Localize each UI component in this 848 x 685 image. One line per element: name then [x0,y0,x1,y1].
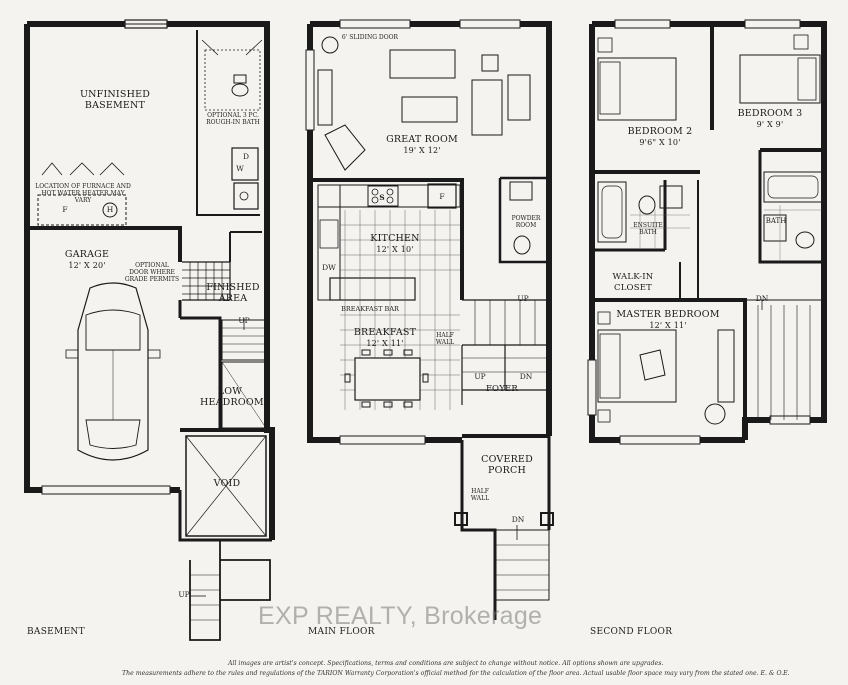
dishwasher-label: DW [322,263,336,272]
main-floor-plan [305,19,554,620]
walkin-closet-line1: WALK-IN [612,272,654,282]
ensuite-bath-line2: BATH [639,229,657,236]
powder-room-line1: POWDER [511,215,541,222]
bedroom2-dim: 9'6" X 10' [639,138,681,147]
master-bedroom-label: MASTER BEDROOM 12' X 11' [612,309,724,331]
garage-label: GARAGE 12' X 20' [52,249,122,271]
bedroom3-title: BEDROOM 3 [737,108,803,119]
optional-door-line1: OPTIONAL [135,262,169,269]
finished-area-line2: AREA [218,293,248,304]
foyer-label: FOYER [485,384,519,394]
unfinished-title-line1: UNFINISHED [79,89,151,100]
ensuite-bath-line1: ENSUITE [633,222,663,229]
optional-door-line3: GRADE PERMITS [124,276,180,283]
main-stair-up-label: UP [517,294,529,303]
breakfast-dim: 12' X 11' [366,339,404,348]
second-floor-plan [587,19,827,445]
breakfast-title: BREAKFAST [353,327,417,338]
walkin-closet-line2: CLOSET [613,283,652,293]
kitchen-title: KITCHEN [370,233,420,244]
great-room-title: GREAT ROOM [386,134,458,145]
fridge-f-label: F [439,192,445,201]
optional-bath-line2: ROUGH-IN BATH [206,119,260,126]
second-floor-name: SECOND FLOOR [590,627,673,637]
sliding-door-label: 6' SLIDING DOOR [341,34,399,41]
master-bedroom-title: MASTER BEDROOM [616,309,720,320]
heater-h-label: H [106,205,114,214]
half-wall-line1: HALF [436,332,454,339]
garage-title: GARAGE [64,249,110,260]
porch-half-wall-label: HALF WALL [466,488,494,502]
optional-door-line2: DOOR WHERE [129,269,175,276]
ensuite-bath-label: ENSUITE BATH [628,222,668,236]
great-room-label: GREAT ROOM 19' X 12' [372,134,472,156]
kitchen-label: KITCHEN 12' X 10' [350,233,440,255]
bedroom3-dim: 9' X 9' [756,120,784,129]
covered-porch-line2: PORCH [488,465,526,476]
main-foyer-dn-label: DN [519,372,533,381]
breakfast-bar-label: BREAKFAST BAR [341,305,399,313]
basement-floor-name: BASEMENT [27,627,85,637]
low-headroom-line1: LOW [217,386,243,397]
washer-w-label: W [236,164,244,173]
disclaimer-line2: The measurements adhere to the rules and… [122,670,790,677]
bedroom2-title: BEDROOM 2 [627,126,693,137]
low-headroom-line2: HEADROOM [200,397,264,408]
unfinished-basement-label: UNFINISHED BASEMENT [70,89,160,111]
stove-s-label: S [379,193,385,202]
brokerage-watermark: EXP REALTY, Brokerage [258,602,543,630]
void-label: VOID [213,478,241,489]
porch-dn-label: DN [511,515,525,524]
finished-area-line1: FINISHED [206,282,260,293]
bath-label: BATH [765,217,787,225]
half-wall-line2: WALL [435,339,455,346]
finished-area-label: FINISHED AREA [203,282,263,304]
low-headroom-label: LOW HEADROOM [200,386,264,408]
furnace-note-line1: LOCATION OF FURNACE AND [35,183,131,190]
porch-half-wall-line2: WALL [470,495,490,502]
master-bedroom-dim: 12' X 11' [649,321,687,330]
furnace-note: LOCATION OF FURNACE AND HOT WATER HEATER… [34,183,132,204]
walkin-closet-label: WALK-IN CLOSET [603,272,663,294]
main-floor-name: MAIN FLOOR [308,627,375,637]
basement-up-label: UP [238,316,250,325]
basement-plan [24,19,275,641]
unfinished-title-line2: BASEMENT [84,100,146,111]
covered-porch-label: COVERED PORCH [472,454,542,476]
main-foyer-up-label: UP [474,372,486,381]
covered-porch-line1: COVERED [481,454,533,465]
disclaimer-line1: All images are artist's concept. Specifi… [228,660,664,667]
great-room-dim: 19' X 12' [403,146,441,155]
optional-door-note: OPTIONAL DOOR WHERE GRADE PERMITS [120,262,184,283]
breakfast-label: BREAKFAST 12' X 11' [340,327,430,349]
furnace-f-label: F [62,205,68,214]
basement-exit-up-label: UP [178,590,190,599]
half-wall-label: HALF WALL [430,332,460,346]
second-dn-label: DN [755,294,769,303]
optional-bath-label: OPTIONAL 3 PC. ROUGH-IN BATH [203,112,263,126]
powder-room-line2: ROOM [515,222,537,229]
bedroom3-label: BEDROOM 3 9' X 9' [730,108,810,130]
dryer-d-label: D [242,152,249,161]
powder-room-label: POWDER ROOM [506,215,546,229]
garage-dim: 12' X 20' [68,261,106,270]
bedroom2-label: BEDROOM 2 9'6" X 10' [615,126,705,148]
kitchen-dim: 12' X 10' [376,245,414,254]
furnace-note-line2: HOT WATER HEATER MAY VARY [41,190,125,204]
optional-bath-line1: OPTIONAL 3 PC. [207,112,259,119]
porch-half-wall-line1: HALF [471,488,489,495]
car-icon [65,282,161,461]
